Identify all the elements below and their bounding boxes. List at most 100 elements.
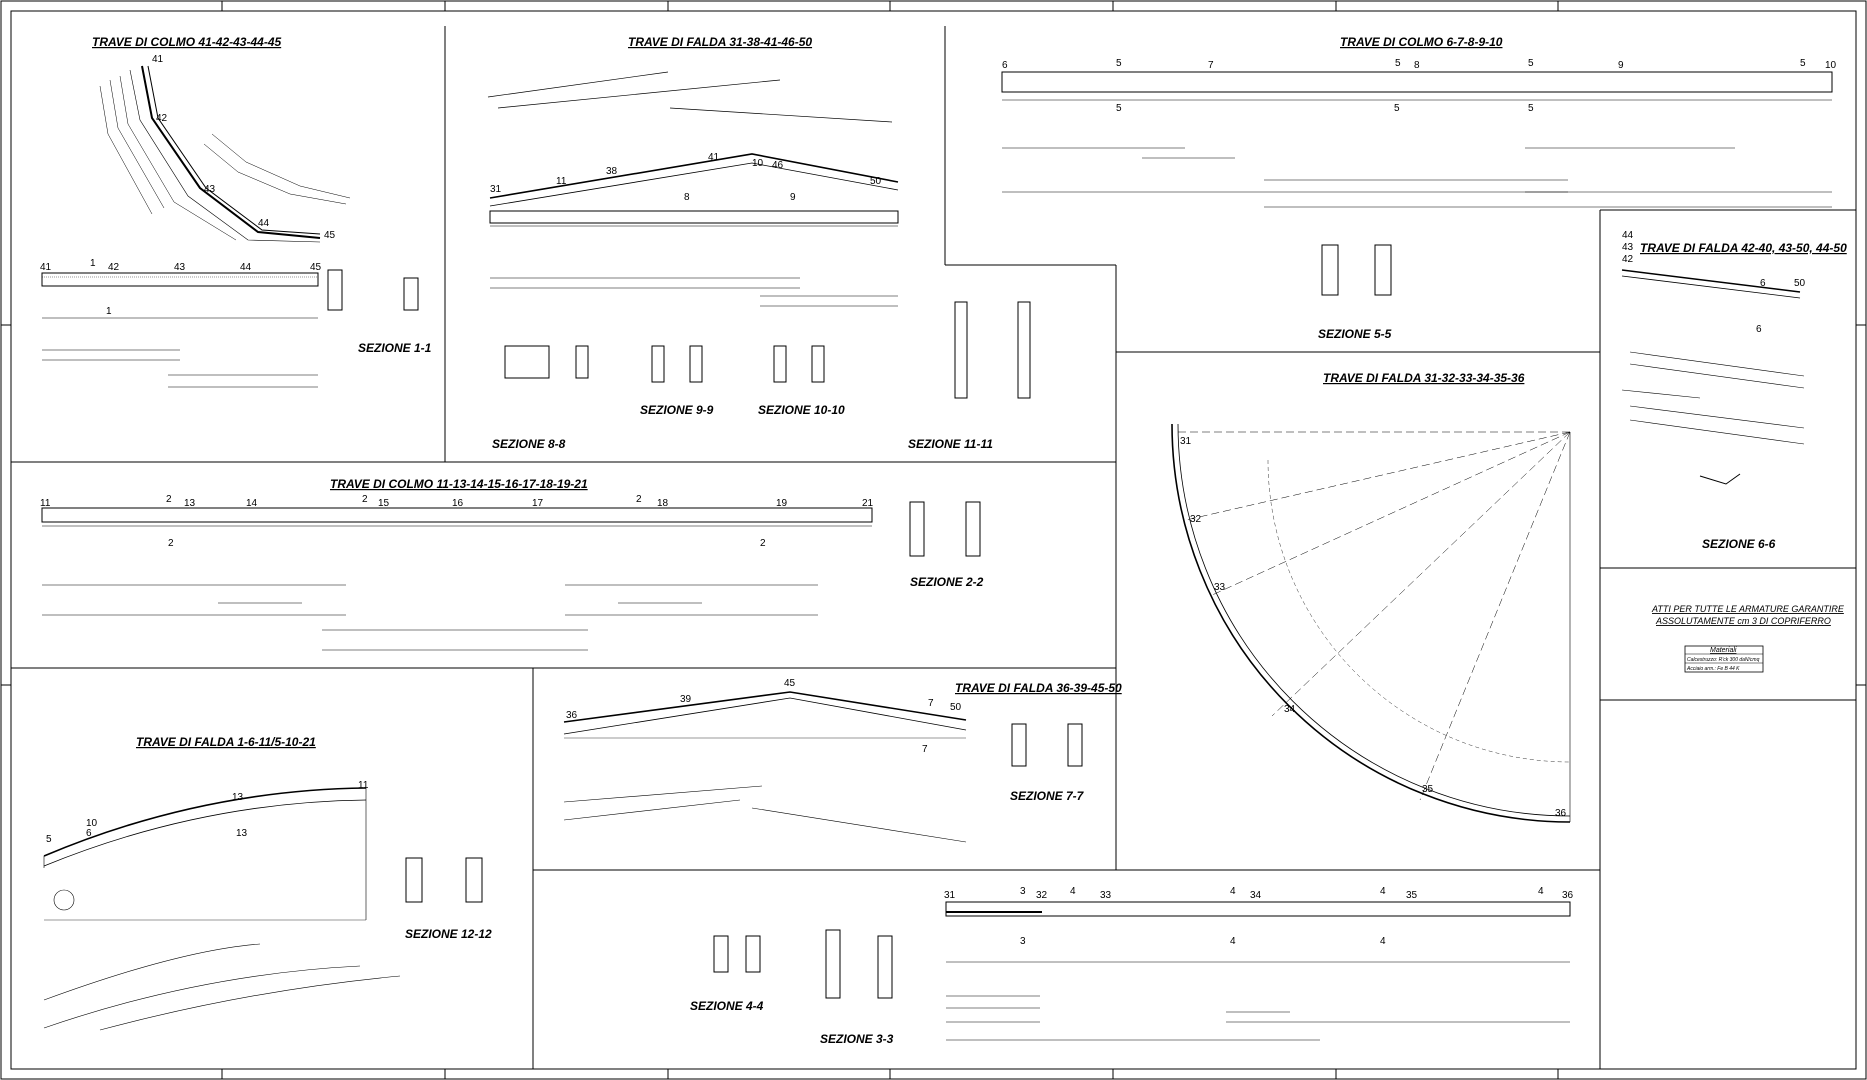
node-35-curve: 35	[1422, 784, 1434, 795]
materials-row-2: Acciaio arm.: Fe B 44 K	[1686, 666, 1740, 672]
section-label-1-1: SEZIONE 1-1	[358, 341, 432, 355]
section-label-6-6: SEZIONE 6-6	[1702, 537, 1776, 551]
cut-mark-5-f: 5	[1528, 103, 1534, 114]
node-41-elev: 41	[40, 262, 52, 273]
cut-mark-3-a: 3	[1020, 886, 1026, 897]
cut-mark-4-f: 4	[1380, 936, 1386, 947]
node-8: 8	[1414, 60, 1420, 71]
node-50-falda36: 50	[950, 702, 962, 713]
colmo-11-21-elevation	[41, 501, 981, 651]
cut-mark-5-d: 5	[1394, 103, 1400, 114]
node-45-falda: 45	[784, 678, 796, 689]
cut-mark-4-d: 4	[1538, 886, 1544, 897]
node-13: 13	[184, 498, 196, 509]
falda-31-36-plan	[1171, 423, 1571, 823]
cut-mark-6-a: 6	[1760, 278, 1766, 289]
node-46-falda: 46	[772, 160, 784, 171]
colmo-41-45-elevation	[41, 269, 419, 388]
materials-title: Materiali	[1710, 647, 1737, 654]
node-32-elev: 32	[1036, 890, 1048, 901]
node-41-falda: 41	[708, 152, 720, 163]
node-50-falda42: 50	[1794, 278, 1806, 289]
node-32-curve: 32	[1190, 514, 1202, 525]
colmo-6-10-elevation	[1001, 71, 1833, 296]
materials-row-1: Calcestruzzo: R'ck 300 daN/cmq	[1687, 657, 1760, 663]
node-43-elev: 43	[174, 262, 186, 273]
node-21: 21	[862, 498, 874, 509]
node-10-falda1: 10	[86, 818, 98, 829]
node-44-elev: 44	[240, 262, 252, 273]
falda-31-50-sections	[504, 301, 1031, 399]
cut-mark-2-a: 2	[166, 494, 172, 505]
falda-31-36-elevation	[713, 901, 1571, 1041]
section-label-3-3: SEZIONE 3-3	[820, 1032, 894, 1046]
cut-mark-3-b: 3	[1020, 936, 1026, 947]
node-45-elev: 45	[310, 262, 322, 273]
node-45-plan: 45	[324, 230, 336, 241]
node-42: 42	[1622, 254, 1634, 265]
node-31-curve: 31	[1180, 436, 1192, 447]
cut-mark-5-a: 5	[1116, 58, 1122, 69]
title-colmo-6-10: TRAVE DI COLMO 6-7-8-9-10	[1340, 35, 1503, 49]
node-36-curve: 36	[1555, 808, 1567, 819]
node-39-falda: 39	[680, 694, 692, 705]
cut-mark-4-c: 4	[1380, 886, 1386, 897]
node-14: 14	[246, 498, 258, 509]
node-11-falda1: 11	[358, 780, 369, 791]
section-label-8-8: SEZIONE 8-8	[492, 437, 566, 451]
section-label-10-10: SEZIONE 10-10	[758, 403, 845, 417]
node-11: 11	[40, 498, 51, 509]
title-colmo-41-45: TRAVE DI COLMO 41-42-43-44-45	[92, 35, 281, 49]
cut-mark-1-b: 1	[106, 306, 112, 317]
node-31-elev: 31	[944, 890, 956, 901]
section-label-4-4: SEZIONE 4-4	[690, 999, 764, 1013]
cut-mark-4-b: 4	[1230, 886, 1236, 897]
falda-42-50-elevation	[1621, 269, 1805, 485]
node-41-plan: 41	[152, 54, 164, 65]
title-falda-42-50: TRAVE DI FALDA 42-40, 43-50, 44-50	[1640, 241, 1847, 255]
title-colmo-11-21: TRAVE DI COLMO 11-13-14-15-16-17-18-19-2…	[330, 477, 588, 491]
cut-mark-2-e: 2	[760, 538, 766, 549]
cut-mark-7-a: 7	[928, 698, 934, 709]
node-6: 6	[1002, 60, 1008, 71]
node-34-elev: 34	[1250, 890, 1262, 901]
cut-mark-7-b: 7	[922, 744, 928, 755]
cut-mark-5-e: 5	[1528, 58, 1534, 69]
cut-mark-2-d: 2	[636, 494, 642, 505]
node-38-falda: 38	[606, 166, 618, 177]
cut-mark-5-g: 5	[1800, 58, 1806, 69]
node-34-curve: 34	[1284, 704, 1296, 715]
title-falda-36-50: TRAVE DI FALDA 36-39-45-50	[955, 681, 1122, 695]
node-7: 7	[1208, 60, 1214, 71]
section-label-5-5: SEZIONE 5-5	[1318, 327, 1392, 341]
title-falda-31-50: TRAVE DI FALDA 31-38-41-46-50	[628, 35, 812, 49]
falda-36-50-elevation	[563, 691, 1083, 843]
note-line-1: ATTI PER TUTTE LE ARMATURE GARANTIRE	[1651, 604, 1845, 614]
cut-mark-13-a: 13	[232, 792, 244, 803]
section-label-7-7: SEZIONE 7-7	[1010, 789, 1085, 803]
title-falda-1-21: TRAVE DI FALDA 1-6-11/5-10-21	[136, 735, 316, 749]
note-line-2: ASSOLUTAMENTE cm 3 DI COPRIFERRO	[1655, 616, 1831, 626]
cut-mark-4-a: 4	[1070, 886, 1076, 897]
node-35-elev: 35	[1406, 890, 1418, 901]
cut-mark-8: 8	[684, 192, 690, 203]
node-31-falda: 31	[490, 184, 502, 195]
node-42-plan: 42	[156, 113, 168, 124]
node-15: 15	[378, 498, 390, 509]
node-43-plan: 43	[204, 184, 216, 195]
note-block: ATTI PER TUTTE LE ARMATURE GARANTIRE ASS…	[1651, 604, 1845, 673]
node-6-falda1: 6	[86, 828, 92, 839]
section-label-9-9: SEZIONE 9-9	[640, 403, 714, 417]
cut-mark-4-e: 4	[1230, 936, 1236, 947]
cut-mark-9: 9	[790, 192, 796, 203]
cut-mark-11: 11	[556, 176, 567, 187]
node-44-plan: 44	[258, 218, 270, 229]
panel-dividers	[11, 26, 1856, 1069]
node-18: 18	[657, 498, 669, 509]
section-label-11-11: SEZIONE 11-11	[908, 437, 993, 451]
title-falda-31-36: TRAVE DI FALDA 31-32-33-34-35-36	[1323, 371, 1525, 385]
cut-mark-2-c: 2	[362, 494, 368, 505]
node-42-elev: 42	[108, 262, 120, 273]
node-50-falda: 50	[870, 176, 882, 187]
